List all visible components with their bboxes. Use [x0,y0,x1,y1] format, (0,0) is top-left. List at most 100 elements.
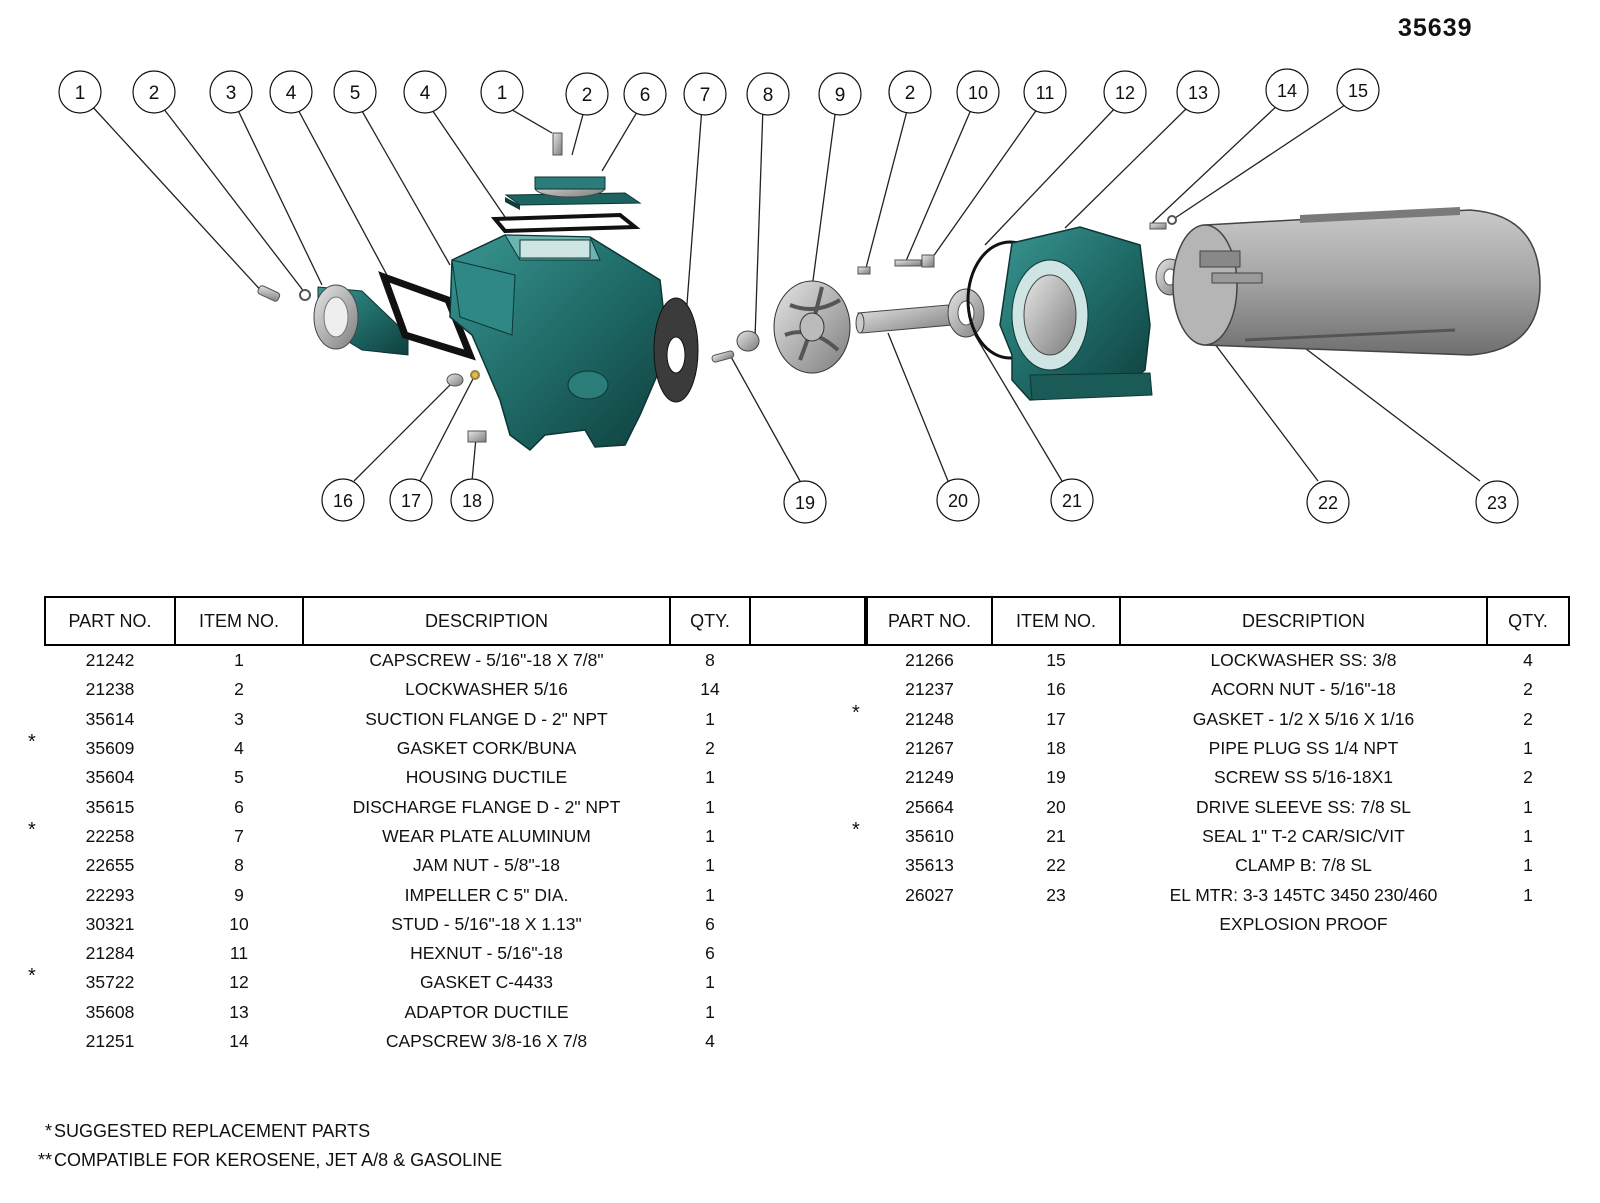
svg-text:3: 3 [226,83,237,104]
svg-text:14: 14 [1277,81,1297,101]
description-cell: HEXNUT - 5/16"-18 [410,943,563,964]
svg-text:19: 19 [795,493,815,513]
header-qty: QTY. [1486,596,1570,646]
part-number-cell: 22655 [45,851,175,880]
description-cell: IMPELLER C 5" DIA. [404,884,569,905]
quantity-cell: 1 [1523,796,1533,817]
header-description: DESCRIPTION [302,596,671,646]
callout-13: 13 [1176,70,1220,114]
replacement-flag: * [852,701,860,724]
part-number: 21249 [905,767,954,788]
callout-1: 1 [58,70,102,114]
description-cell: EL MTR: 3-3 145TC 3450 230/460 [1169,884,1438,905]
part-number-cell: 21238 [45,675,175,704]
part-number: 21248 [905,708,954,729]
part-number-cell: 35613 [867,851,992,880]
callout-14: 14 [1265,68,1309,112]
callout-4: 4 [269,70,313,114]
quantity-cell: 4 [705,1031,715,1051]
quantity-cell: 2 [1523,767,1533,788]
quantity-cell: 2 [1523,679,1533,700]
part-number-cell: 21237 [867,675,992,704]
svg-text:15: 15 [1348,81,1368,101]
part-number: 21284 [85,943,135,964]
replacement-flag: * [852,818,860,841]
table-row: EXPLOSION PROOF [867,910,1569,939]
svg-text:16: 16 [333,491,353,511]
quantity-cell: 1 [705,884,715,905]
description-cell: SEAL 1" T-2 CAR/SIC/VIT [1202,825,1405,846]
part-number: 35615 [85,796,135,817]
callout-4b: 4 [403,70,447,114]
replacement-flag: * [28,730,36,753]
quantity-cell: 4 [1523,650,1533,671]
description-cell: SCREW SS 5/16-18X1 [1214,767,1393,788]
svg-text:2: 2 [149,83,160,104]
callout-23: 23 [1475,480,1519,524]
callout-3: 3 [209,70,253,114]
item-number-cell: 8 [234,855,244,876]
description-cell: GASKET C-4433 [420,972,553,993]
part-number-cell: 35608 [45,998,175,1027]
quantity-cell: 1 [705,767,715,788]
quantity-cell: 6 [705,943,715,964]
footnote-replacement: *SUGGESTED REPLACEMENT PARTS [20,1117,502,1146]
description-cell: DISCHARGE FLANGE D - 2" NPT [352,796,621,817]
description-cell: ACORN NUT - 5/16"-18 [1211,679,1396,700]
description-cell: GASKET - 1/2 X 5/16 X 1/16 [1192,708,1415,729]
callout-6: 6 [623,72,667,116]
part-number: 25664 [905,796,954,817]
item-number-cell: 6 [234,796,244,817]
callout-19: 19 [783,480,827,524]
quantity-cell: 14 [700,679,720,700]
part-number: 26027 [905,884,954,905]
item-number-cell [992,910,1120,939]
part-number: 21242 [85,650,135,671]
description-cell: GASKET CORK/BUNA [396,738,577,759]
footnotes: *SUGGESTED REPLACEMENT PARTS **COMPATIBL… [20,1117,502,1175]
part-number-cell: 21284 [45,939,175,968]
description-cell: LOCKWASHER SS: 3/8 [1210,650,1397,671]
part-number: 21251 [85,1031,135,1051]
item-number-cell: 2 [234,679,244,700]
svg-text:4: 4 [420,83,431,104]
description-cell: LOCKWASHER 5/16 [405,679,568,700]
description-cell: CAPSCREW 3/8-16 X 7/8 [385,1031,588,1051]
svg-text:8: 8 [763,85,774,106]
quantity-cell: 1 [1523,855,1533,876]
svg-text:1: 1 [497,83,508,104]
header-part-no: PART NO. [44,596,176,646]
part-number: 35604 [85,767,135,788]
part-number-cell: 21249 [867,763,992,792]
part-number: 35613 [905,855,954,876]
item-number-cell: 15 [1046,650,1066,671]
part-number-cell: * 21248 [852,702,992,734]
footnote-text: SUGGESTED REPLACEMENT PARTS [54,1121,371,1141]
part-number: 21238 [85,679,135,700]
part-number-cell: 26027 [867,880,992,909]
svg-text:5: 5 [350,83,361,104]
part-number-cell: *35609 [28,731,175,763]
svg-text:2: 2 [582,85,593,106]
part-number: 21267 [905,738,954,759]
item-number-cell: 10 [229,913,249,934]
svg-text:12: 12 [1115,83,1135,103]
item-number-cell: 20 [1046,796,1066,817]
